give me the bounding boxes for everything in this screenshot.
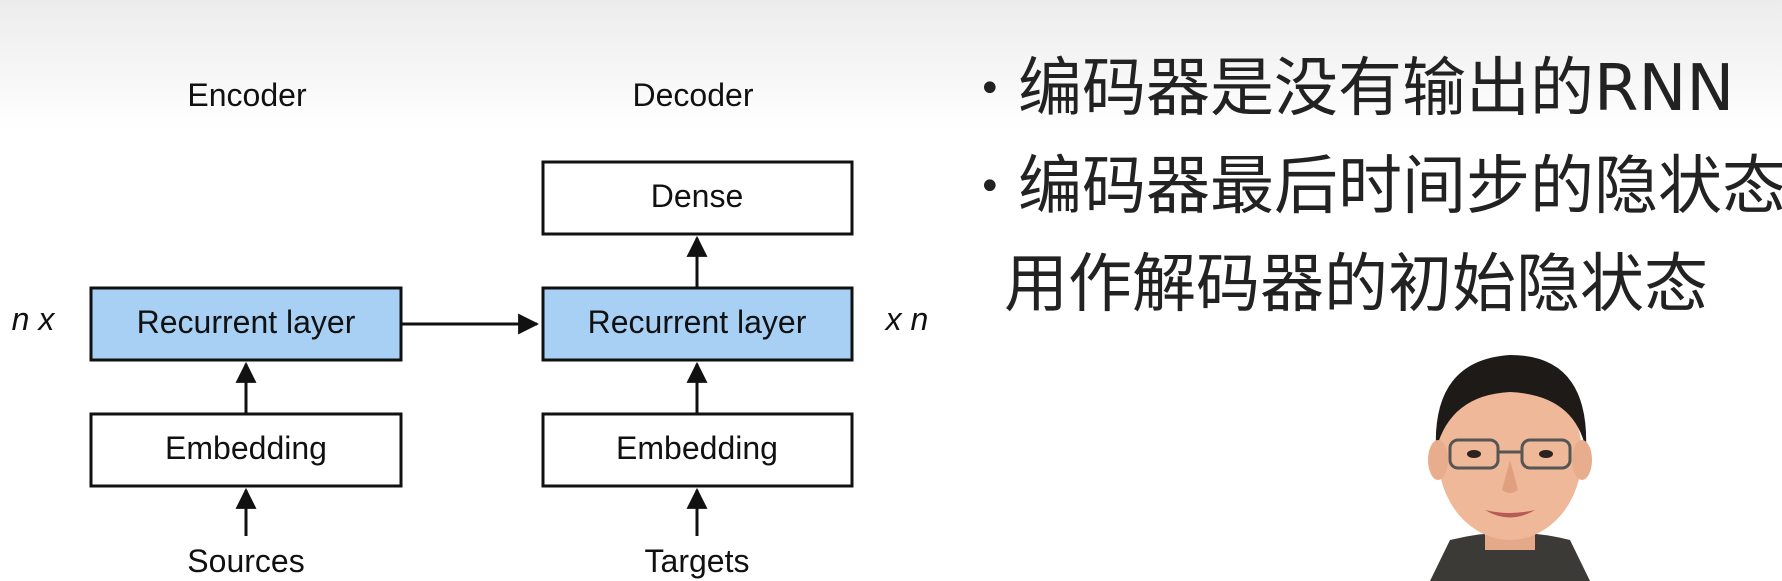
decoder-embedding-label: Embedding: [616, 430, 778, 466]
bullet-list: • 编码器是没有输出的RNN • 编码器最后时间步的隐状态 用作解码器的初始隐状…: [978, 40, 1782, 334]
encoder-recurrent-label: Recurrent layer: [137, 304, 356, 340]
bullet-item-1: • 编码器是没有输出的RNN: [978, 40, 1778, 138]
encoder-decoder-diagram: Encoder Decoder n x x n Recurrent layer …: [12, 77, 929, 579]
encoder-embedding-label: Embedding: [165, 430, 327, 466]
bullet-text-2a: 编码器最后时间步的隐状态: [1018, 150, 1782, 224]
bullet-dot: •: [978, 66, 1002, 112]
encoder-title: Encoder: [187, 77, 307, 113]
bullet-dot: •: [978, 164, 1002, 210]
decoder-recurrent-label: Recurrent layer: [588, 304, 807, 340]
decoder-dense-box: [541, 160, 854, 236]
decoder-dense-label: Dense: [651, 178, 744, 214]
bullet-text-1: 编码器是没有输出的RNN: [1018, 52, 1735, 126]
decoder-repeat-label: x n: [884, 301, 929, 337]
encoder-recurrent-box: [89, 286, 403, 362]
encoder-repeat-label: n x: [12, 301, 56, 337]
decoder-recurrent-box: [541, 286, 854, 362]
bullet-text-2b: 用作解码器的初始隐状态: [1004, 248, 1708, 322]
decoder-input-label: Targets: [645, 543, 750, 579]
presenter-photo: [1428, 355, 1592, 581]
encoder-embedding-box: [89, 412, 403, 488]
decoder-title: Decoder: [633, 77, 754, 113]
encoder-input-label: Sources: [187, 543, 304, 579]
bullet-item-2: • 编码器最后时间步的隐状态: [978, 138, 1782, 236]
